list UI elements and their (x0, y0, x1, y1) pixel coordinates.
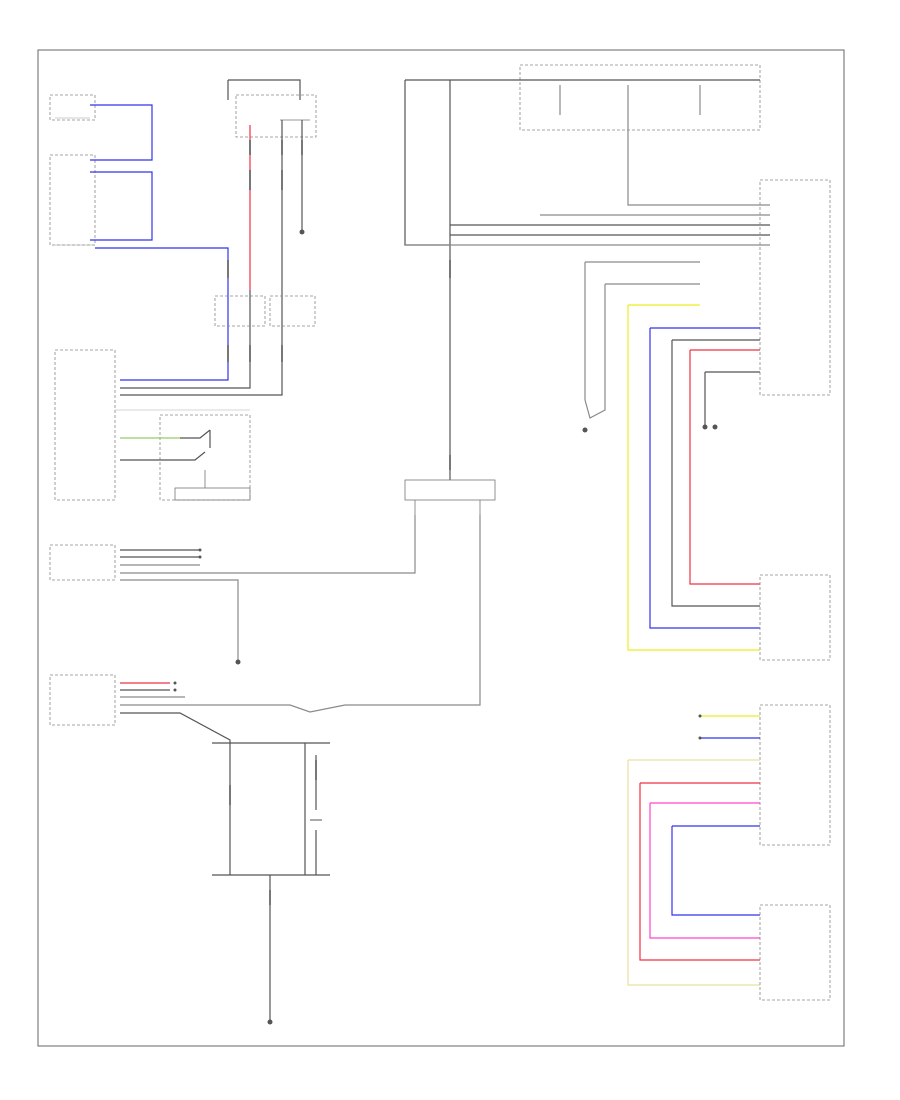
right-mid-connector (759, 574, 831, 661)
connectors-mid-left (214, 140, 316, 362)
blue-wires-top-left (90, 104, 229, 381)
right-top-module (582, 179, 831, 433)
bottom-center (212, 742, 330, 1025)
top-left-components (49, 79, 317, 246)
gray-wire-left-vertical (120, 290, 251, 389)
left-switches (49, 515, 481, 875)
center-wiring (404, 64, 770, 515)
gray-wire-harness-vertical (120, 120, 283, 396)
left-module (54, 349, 251, 501)
diagram-frame (37, 49, 845, 1047)
colored-wires-right (627, 305, 760, 651)
right-bottom-modules (627, 704, 831, 1001)
